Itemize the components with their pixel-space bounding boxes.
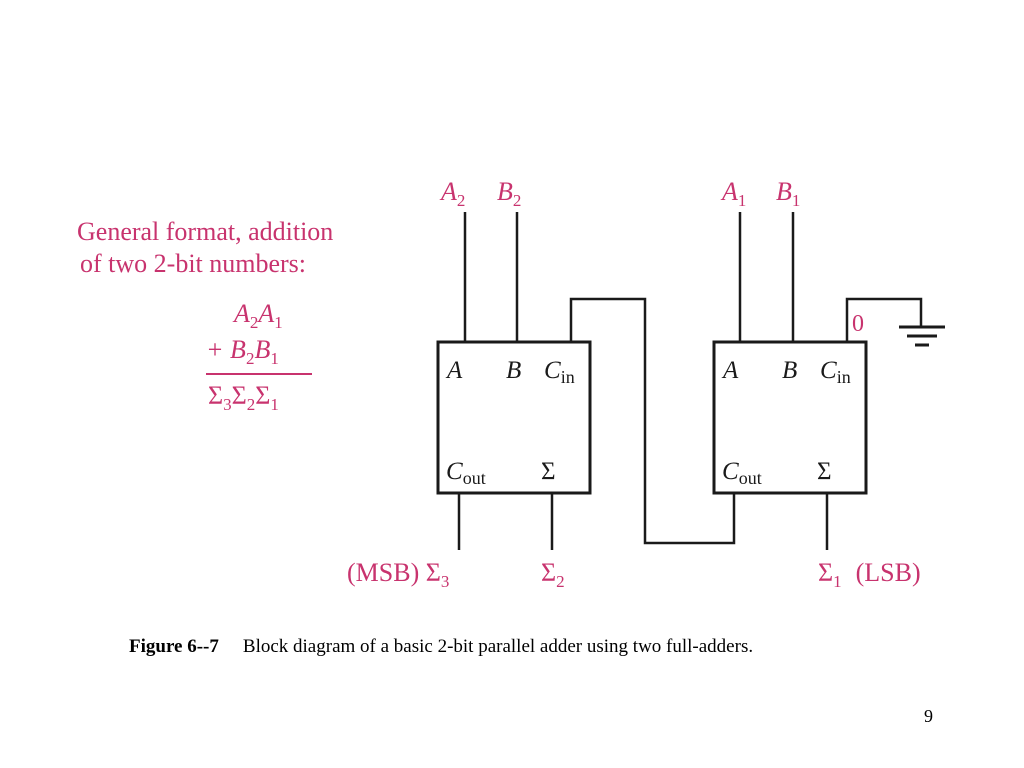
full-adder-msb — [436, 340, 592, 495]
lsb-pin-b: B — [782, 357, 797, 384]
label-sum1-lsb: Σ1(LSB) — [818, 558, 921, 591]
label-b1: B1 — [776, 177, 800, 210]
full-adder-lsb — [712, 340, 868, 495]
page-number: 9 — [924, 706, 933, 726]
figure-number: Figure 6--7 — [129, 636, 219, 657]
lsb-pin-a: A — [721, 357, 739, 384]
eq-row1: A2A1 — [232, 299, 283, 332]
eq-row3: Σ3Σ2Σ1 — [208, 381, 279, 414]
lsb-pin-cin: Cin — [820, 357, 851, 387]
figure-description: Block diagram of a basic 2-bit parallel … — [242, 636, 754, 657]
format-note-line2: of two 2-bit numbers: — [80, 249, 307, 278]
lsb-pin-cout: Cout — [722, 458, 762, 488]
label-a1: A1 — [720, 177, 746, 210]
msb-pin-cin: Cin — [544, 357, 575, 387]
ground-icon — [899, 325, 945, 347]
label-a2: A2 — [439, 177, 465, 210]
binary-addition-equation: A2A1 + B2B1 Σ3Σ2Σ1 — [206, 299, 312, 414]
label-b2: B2 — [497, 177, 521, 210]
figure-caption: Figure 6--7 Block diagram of a basic 2-bi… — [129, 636, 753, 658]
ground-wire — [845, 297, 923, 342]
msb-pin-cout: Cout — [446, 458, 486, 488]
carry-in-zero: 0 — [852, 311, 864, 337]
label-msb-sum3: (MSB) Σ3 — [347, 558, 449, 591]
wires — [457, 212, 923, 550]
label-sum2: Σ2 — [541, 558, 565, 591]
carry-wire — [569, 297, 736, 545]
msb-pin-b: B — [506, 357, 521, 384]
msb-pin-sum: Σ — [541, 458, 556, 485]
eq-row2: + B2B1 — [206, 335, 279, 368]
format-note-line1: General format, addition — [77, 217, 334, 246]
format-note: General format, addition of two 2-bit nu… — [77, 216, 333, 280]
lsb-pin-sum: Σ — [817, 458, 832, 485]
msb-pin-a: A — [445, 357, 463, 384]
